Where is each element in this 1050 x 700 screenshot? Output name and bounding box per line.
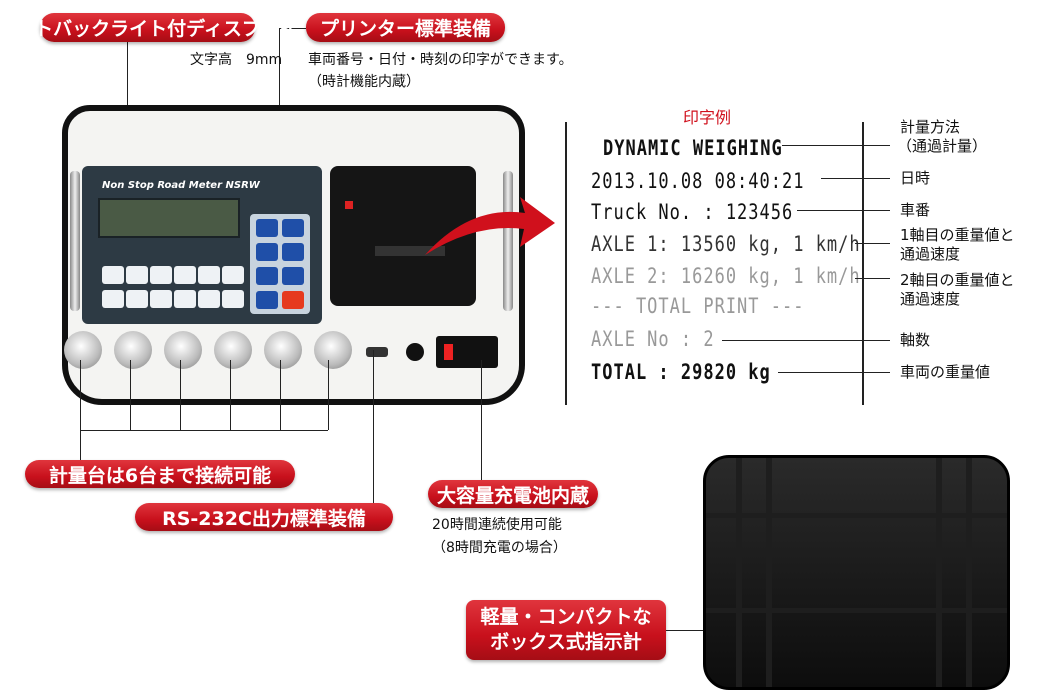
label-method: 計量方法 (900, 118, 961, 136)
leader-line-scales-h (80, 430, 328, 431)
key[interactable] (282, 267, 304, 285)
leader-line (821, 178, 890, 179)
indicator-device: Non Stop Road Meter NSRW (62, 105, 525, 405)
leader-line (180, 360, 181, 430)
printout-line: AXLE No : 2 (591, 327, 715, 352)
paper-edge-right (862, 122, 864, 405)
scale-connector (64, 331, 102, 369)
printout-line: --- TOTAL PRINT --- (591, 294, 805, 319)
printout-line: AXLE 2: 16260 kg, 1 km/h (591, 264, 861, 289)
battery-note-1: 20時間連続使用可能 (432, 517, 562, 533)
leader-line (328, 360, 329, 430)
key[interactable] (282, 291, 304, 309)
key[interactable] (198, 290, 220, 308)
badge-compact-line2: ボックス式指示計 (490, 631, 642, 653)
label-method-sub: （通過計量） (897, 137, 988, 155)
keypad (102, 266, 244, 314)
printout-line: AXLE 1: 13560 kg, 1 km/h (591, 232, 861, 257)
printer-note-1: 車両番号・日付・時刻の印字ができます。 (308, 52, 573, 68)
leader-line (797, 210, 890, 211)
leader-line-printer (279, 28, 280, 165)
leader-line (722, 340, 890, 341)
key[interactable] (256, 243, 278, 261)
scale-connector (214, 331, 252, 369)
brand-label: Non Stop Road Meter NSRW (102, 180, 260, 191)
scale-connector (314, 331, 352, 369)
label-datetime: 日時 (900, 169, 931, 187)
key[interactable] (150, 290, 172, 308)
function-keys (250, 214, 310, 314)
key[interactable] (198, 266, 220, 284)
key[interactable] (174, 290, 196, 308)
key[interactable] (256, 219, 278, 237)
key[interactable] (126, 266, 148, 284)
handle-right (503, 171, 513, 311)
badge-compact: 軽量・コンパクトな ボックス式指示計 (466, 600, 666, 660)
leader-line (280, 360, 281, 430)
badge-rs232c: RS-232C出力標準装備 (135, 503, 393, 531)
handle-left (70, 171, 80, 311)
badge-compact-line1: 軽量・コンパクトな (480, 606, 652, 629)
badge-scales: 計量台は6台まで接続可能 (25, 460, 295, 488)
label-axle2: 2軸目の重量値と (900, 271, 1015, 289)
rs232c-port (366, 347, 388, 357)
badge-battery: 大容量充電池内蔵 (428, 480, 598, 508)
leader-line-scales (80, 360, 81, 460)
key[interactable] (282, 243, 304, 261)
leader-line (130, 360, 131, 430)
badge-display: オートバックライト付ディスプレイ (0, 13, 299, 42)
printout-line: 2013.10.08 08:40:21 (591, 169, 805, 194)
printout-line: TOTAL : 29820 kg (591, 360, 771, 385)
leader-line (230, 360, 231, 430)
label-truck-no: 車番 (900, 201, 931, 219)
leader-line (855, 278, 890, 279)
control-panel: Non Stop Road Meter NSRW (82, 166, 322, 324)
leader-line (855, 243, 890, 244)
scale-connector (114, 331, 152, 369)
key[interactable] (256, 291, 278, 309)
leader-line-battery (481, 360, 482, 480)
key[interactable] (174, 266, 196, 284)
char-height-note: 文字高 9mm (190, 52, 283, 68)
label-axle1: 1軸目の重量値と (900, 226, 1015, 244)
printout-title: 印字例 (683, 108, 732, 127)
printout-line: Truck No. : 123456 (591, 200, 794, 225)
printer-note-2: （時計機能内蔵） (308, 74, 420, 90)
leader-line-case (666, 630, 706, 631)
badge-printer: プリンター標準装備 (306, 13, 505, 42)
leader-line (778, 372, 890, 373)
leader-line-rs232c (373, 350, 374, 503)
scale-connector (164, 331, 202, 369)
label-axle-count: 軸数 (900, 331, 931, 349)
lcd-display (98, 198, 240, 238)
leader-line-printer-h (279, 28, 306, 29)
paper-edge-left (565, 122, 567, 405)
leader-line (782, 145, 890, 146)
knob[interactable] (406, 343, 424, 361)
key[interactable] (150, 266, 172, 284)
key[interactable] (102, 290, 124, 308)
paper-slot (375, 246, 445, 256)
carrying-case (703, 455, 1010, 690)
arrow-icon (425, 197, 555, 255)
label-total: 車両の重量値 (900, 363, 991, 381)
key[interactable] (102, 266, 124, 284)
scale-connector (264, 331, 302, 369)
power-switch[interactable] (436, 336, 498, 368)
key[interactable] (126, 290, 148, 308)
key[interactable] (222, 266, 244, 284)
printout-line: DYNAMIC WEIGHING (603, 136, 783, 161)
key[interactable] (256, 267, 278, 285)
battery-note-2: （8時間充電の場合） (432, 540, 567, 556)
label-axle2-speed: 通過速度 (900, 290, 961, 308)
key[interactable] (222, 290, 244, 308)
label-axle1-speed: 通過速度 (900, 245, 961, 263)
printer-led (345, 201, 353, 209)
key[interactable] (282, 219, 304, 237)
